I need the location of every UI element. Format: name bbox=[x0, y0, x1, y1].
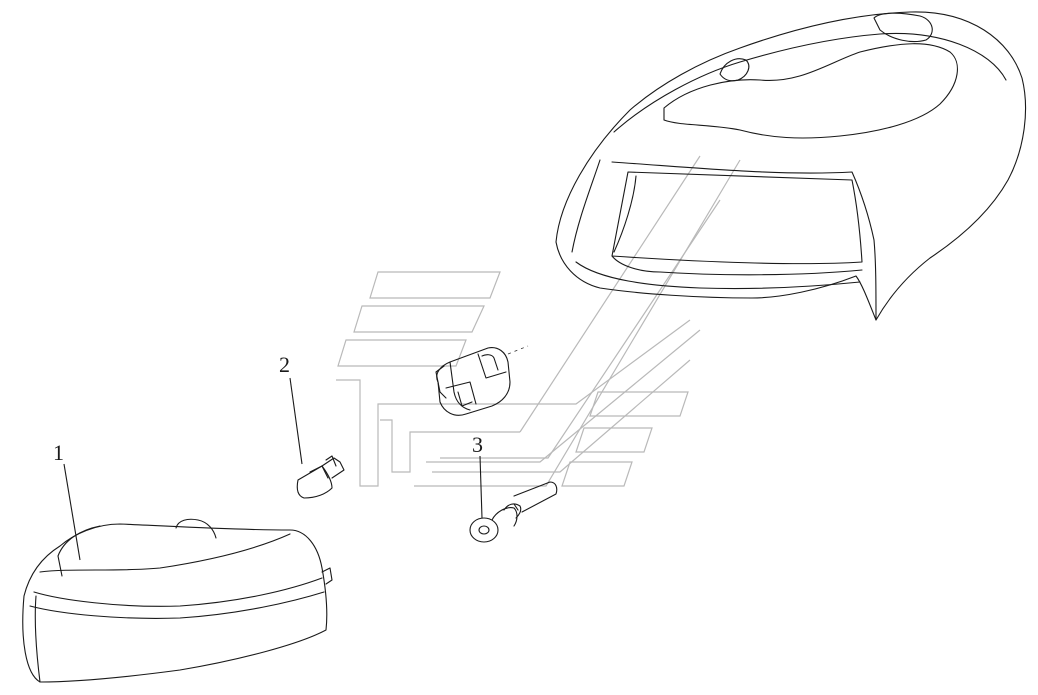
leader-1 bbox=[63, 463, 81, 561]
leader-2 bbox=[289, 377, 303, 465]
callout-1: 1 bbox=[53, 440, 64, 465]
bulb bbox=[296, 455, 345, 499]
leader-3 bbox=[479, 455, 483, 519]
bulb-socket bbox=[435, 345, 529, 416]
watermark-logo bbox=[336, 155, 741, 487]
lamp-housing bbox=[555, 11, 1027, 321]
leader-lines bbox=[63, 377, 483, 561]
screw bbox=[469, 481, 558, 543]
callout-2: 2 bbox=[279, 352, 290, 377]
lamp-lens bbox=[22, 518, 333, 683]
callout-3: 3 bbox=[472, 432, 483, 457]
